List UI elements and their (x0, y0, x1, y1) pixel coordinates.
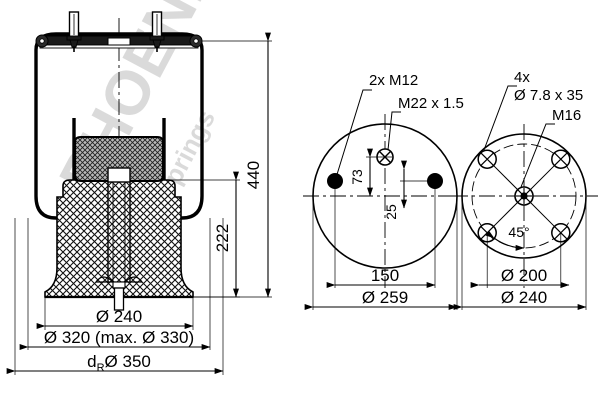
dimension-height-total: 440 (193, 32, 272, 298)
bumper-bore (107, 167, 131, 183)
dimension-45deg: 45° (485, 224, 530, 251)
stud-bolt-left (66, 11, 82, 52)
dimension-259-label: Ø 259 (362, 288, 408, 307)
dr-subscript: R (97, 362, 105, 374)
mounting-stud (113, 287, 125, 311)
dimension-440-label: 440 (244, 161, 263, 189)
callout-4x-label: 4x (514, 69, 530, 86)
stud-bolt-right (149, 11, 165, 52)
piston-hatch-region (44, 179, 194, 298)
dimension-200-label: Ø 200 (501, 266, 547, 285)
central-rod (95, 182, 143, 311)
air-port-opening (107, 37, 131, 46)
dimension-240-label: Ø 240 (96, 307, 142, 326)
bottom-plate-view: 45° Ø 200 Ø 240 4x Ø 7.8 x 35 M16 (452, 69, 598, 310)
callout-4x-holes: 4x Ø 7.8 x 35 (483, 69, 583, 151)
dimension-222-label: 222 (213, 224, 232, 252)
dimension-240-plate: Ø 240 (453, 196, 587, 310)
dimension-25: 25 (383, 160, 428, 220)
dimension-73-label: 73 (349, 169, 365, 185)
dimension-height-piston: 222 (166, 171, 240, 298)
dimension-dia-240: Ø 240 (36, 297, 194, 330)
callout-m16-label: M16 (552, 107, 581, 124)
dimension-25-label: 25 (383, 204, 399, 220)
piston-bumper (74, 136, 164, 183)
dr-prefix: d (87, 352, 96, 371)
dimension-dr-350-label: dRØ 350 (87, 352, 151, 374)
dimension-200: Ø 200 (470, 232, 570, 288)
bead-ring-left-bore (39, 38, 45, 44)
bead-ring-right-bore (193, 38, 199, 44)
callout-m22: M22 x 1.5 (387, 95, 464, 151)
cross-section-view: 440 222 Ø 240 Ø 320 (max. Ø 330) (6, 11, 272, 375)
callout-2x-m12-label: 2x M12 (369, 72, 418, 89)
dr-value: Ø 350 (105, 352, 151, 371)
dimension-73: 73 (349, 148, 392, 197)
bolt-hole-top-right (551, 149, 571, 169)
bolt-hole-bottom-right (551, 223, 571, 243)
dimension-240-plate-label: Ø 240 (501, 288, 547, 307)
bolt-hole-top-left (477, 149, 497, 169)
piston-body (44, 179, 194, 299)
dimension-150-label: 150 (371, 266, 399, 285)
dimension-259: Ø 259 (304, 196, 458, 310)
dimension-320-label: Ø 320 (max. Ø 330) (44, 328, 194, 347)
callout-hole-size-label: Ø 7.8 x 35 (514, 87, 583, 104)
dimension-dia-320: Ø 320 (max. Ø 330) (19, 218, 211, 350)
callout-2x-m12: 2x M12 (334, 72, 418, 182)
top-plate-view: 73 25 150 Ø 259 2x M12 (303, 72, 467, 310)
top-plate-assembly (35, 34, 203, 49)
callout-m16: M16 (520, 107, 581, 188)
bolt-holes (477, 149, 571, 243)
callout-m22-label: M22 x 1.5 (398, 95, 464, 112)
dimension-150: 150 (326, 181, 436, 288)
dimension-dia-350: dRØ 350 (6, 218, 224, 375)
dimension-45deg-label: 45° (508, 224, 529, 240)
